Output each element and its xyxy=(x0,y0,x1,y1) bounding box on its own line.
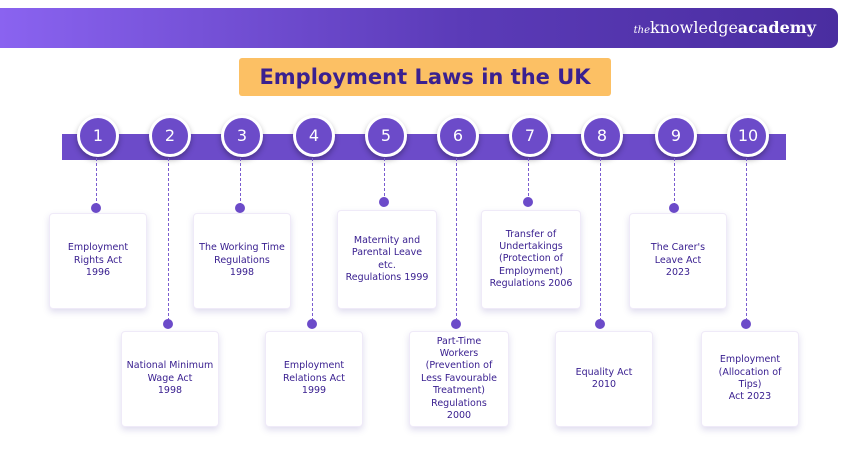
connector-4 xyxy=(312,158,313,321)
step-number-10: 10 xyxy=(727,115,769,157)
connector-dot-4 xyxy=(307,319,317,329)
step-number-3: 3 xyxy=(221,115,263,157)
law-card-2: National Minimum Wage Act 1998 xyxy=(121,331,219,427)
header-bar: theknowledgeacademy xyxy=(0,8,838,48)
connector-dot-8 xyxy=(595,319,605,329)
law-label-8: Equality Act 2010 xyxy=(575,366,633,390)
law-label-5: Maternity and Parental Leave etc. Regula… xyxy=(345,234,429,283)
law-card-5: Maternity and Parental Leave etc. Regula… xyxy=(337,210,437,309)
connector-dot-3 xyxy=(235,203,245,213)
connector-6 xyxy=(456,158,457,321)
brand-knowledge: knowledge xyxy=(650,18,738,37)
connector-dot-6 xyxy=(451,319,461,329)
step-number-1: 1 xyxy=(77,115,119,157)
law-label-6: Part-Time Workers (Prevention of Less Fa… xyxy=(421,335,497,421)
connector-dot-5 xyxy=(379,197,389,207)
connector-5 xyxy=(384,158,385,201)
law-label-2: National Minimum Wage Act 1998 xyxy=(126,360,214,397)
law-card-8: Equality Act 2010 xyxy=(555,331,653,427)
step-number-6: 6 xyxy=(437,115,479,157)
law-card-4: Employment Relations Act 1999 xyxy=(265,331,363,427)
law-label-3: The Working Time Regulations 1998 xyxy=(199,242,285,279)
step-number-8: 8 xyxy=(581,115,623,157)
law-label-10: Employment (Allocation of Tips) Act 2023 xyxy=(718,354,782,403)
step-number-9: 9 xyxy=(655,115,697,157)
law-label-4: Employment Relations Act 1999 xyxy=(283,360,345,397)
brand-the: the xyxy=(633,25,651,36)
step-number-4: 4 xyxy=(293,115,335,157)
law-card-10: Employment (Allocation of Tips) Act 2023 xyxy=(701,331,799,427)
connector-dot-10 xyxy=(741,319,751,329)
law-card-7: Transfer of Undertakings (Protection of … xyxy=(481,210,581,309)
brand-academy: academy xyxy=(737,18,816,37)
connector-10 xyxy=(746,158,747,321)
law-card-9: The Carer's Leave Act 2023 xyxy=(629,213,727,309)
connector-dot-2 xyxy=(163,319,173,329)
law-label-1: Employment Rights Act 1996 xyxy=(67,242,129,279)
law-card-3: The Working Time Regulations 1998 xyxy=(193,213,291,309)
connector-2 xyxy=(168,158,169,321)
page-title: Employment Laws in the UK xyxy=(239,58,611,96)
connector-dot-9 xyxy=(669,203,679,213)
connector-3 xyxy=(240,158,241,206)
law-label-9: The Carer's Leave Act 2023 xyxy=(650,242,706,279)
connector-9 xyxy=(674,158,675,206)
connector-dot-1 xyxy=(91,203,101,213)
law-card-1: Employment Rights Act 1996 xyxy=(49,213,147,309)
brand-logo: theknowledgeacademy xyxy=(634,18,816,37)
connector-7 xyxy=(528,158,529,201)
law-card-6: Part-Time Workers (Prevention of Less Fa… xyxy=(409,331,509,427)
step-number-7: 7 xyxy=(509,115,551,157)
connector-8 xyxy=(600,158,601,321)
connector-1 xyxy=(96,158,97,206)
law-label-7: Transfer of Undertakings (Protection of … xyxy=(489,228,573,290)
step-number-5: 5 xyxy=(365,115,407,157)
step-number-2: 2 xyxy=(149,115,191,157)
connector-dot-7 xyxy=(523,197,533,207)
